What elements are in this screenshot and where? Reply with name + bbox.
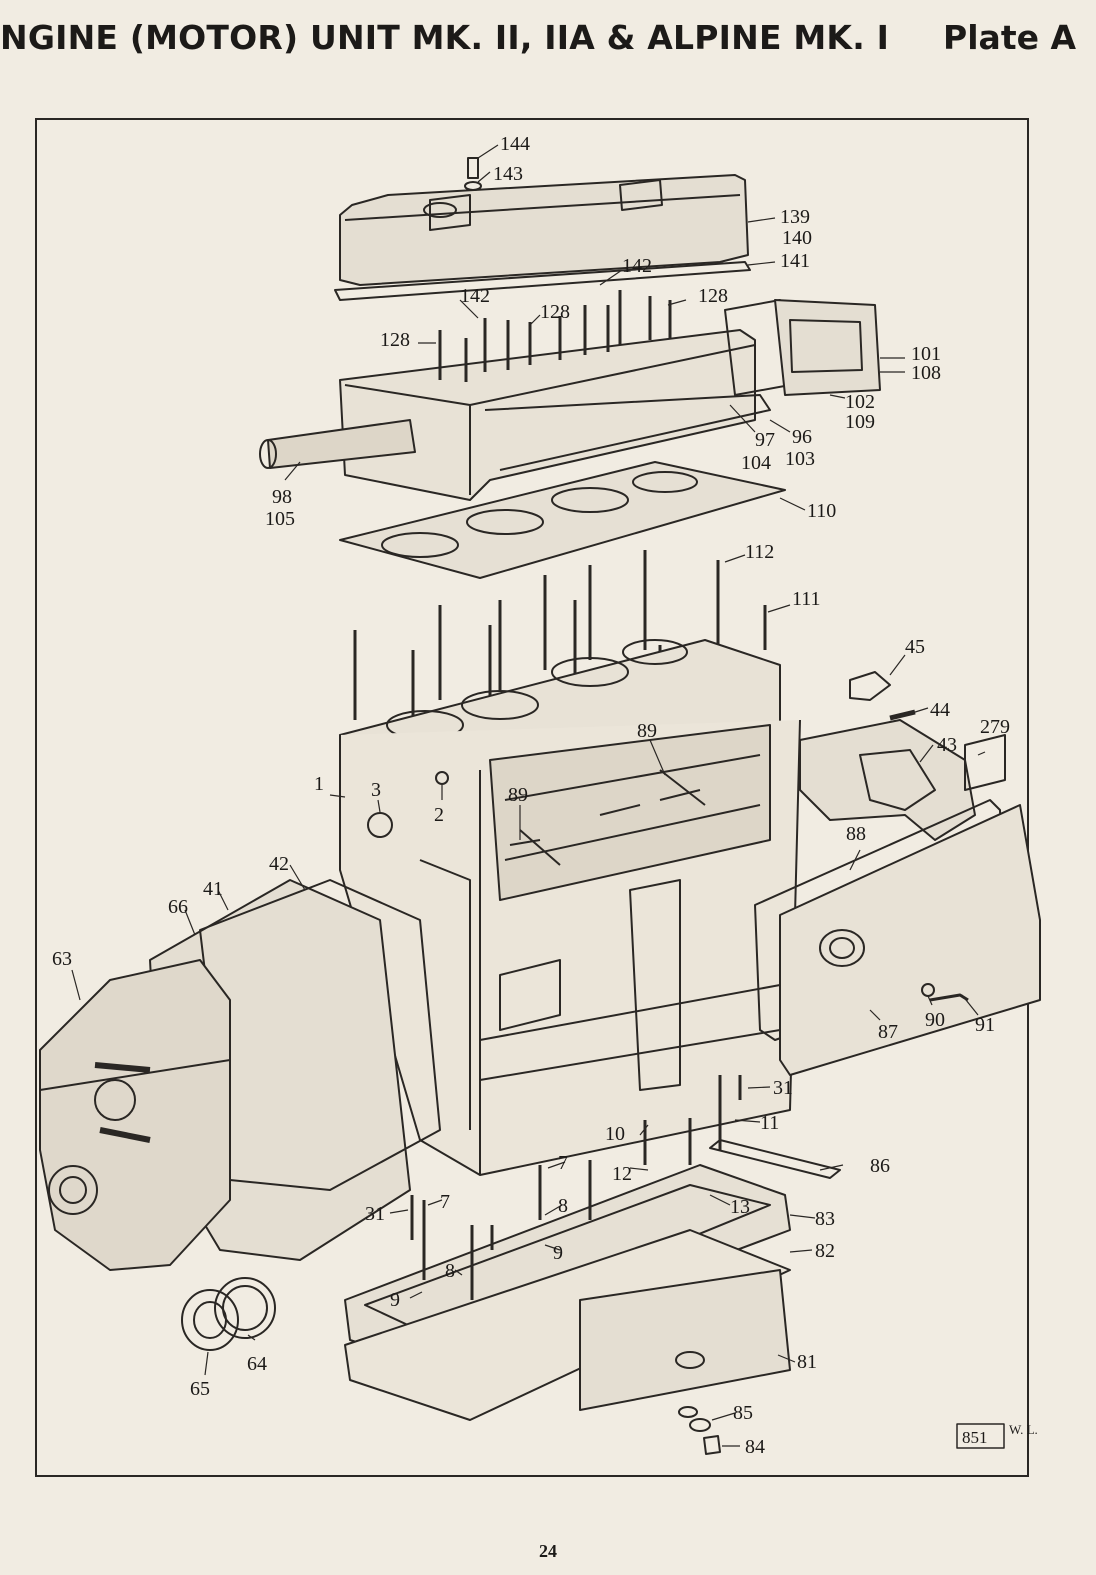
diagram-frame — [35, 118, 1029, 1477]
callout-13: 13 — [730, 1196, 750, 1218]
engine-mounting-bracket — [799, 671, 1006, 841]
callout-41: 41 — [203, 878, 223, 900]
callout-63: 63 — [52, 948, 72, 970]
callout-101: 101 — [911, 343, 941, 365]
callout-97: 97 — [755, 429, 775, 451]
callout-1: 1 — [314, 773, 324, 795]
plate-title: NGINE (MOTOR) UNIT MK. II, IIA & ALPINE … — [0, 18, 890, 57]
sump-studs — [410, 1075, 742, 1300]
callout-140: 140 — [782, 227, 812, 249]
callout-3: 3 — [371, 779, 381, 801]
callout-102: 102 — [845, 391, 875, 413]
callout-90: 90 — [925, 1009, 945, 1031]
callout-108: 108 — [911, 362, 941, 384]
callout-65: 65 — [190, 1378, 210, 1400]
callout-2: 2 — [434, 804, 444, 826]
callout-96: 96 — [792, 426, 812, 448]
callout-7: 7 — [558, 1152, 568, 1174]
callout-42: 42 — [269, 853, 289, 875]
callout-104: 104 — [741, 452, 771, 474]
callout-112: 112 — [745, 541, 774, 563]
callout-11: 11 — [760, 1112, 779, 1134]
callout-142: 142 — [622, 255, 652, 277]
callout-8: 8 — [558, 1195, 568, 1217]
callout-9: 9 — [390, 1289, 400, 1311]
callout-82: 82 — [815, 1240, 835, 1262]
side-cover — [754, 799, 1041, 1076]
callout-45: 45 — [905, 636, 925, 658]
callout-128: 128 — [698, 285, 728, 307]
callout-83: 83 — [815, 1208, 835, 1230]
callout-143: 143 — [493, 163, 523, 185]
callout-31: 31 — [365, 1203, 385, 1225]
head-gasket — [339, 461, 786, 579]
timing-cover — [39, 959, 231, 1271]
page-number: 24 — [539, 1541, 557, 1561]
callout-8: 8 — [445, 1260, 455, 1282]
callout-85: 85 — [733, 1402, 753, 1424]
callout-87: 87 — [878, 1021, 898, 1043]
callout-128: 128 — [380, 329, 410, 351]
callout-84: 84 — [745, 1436, 765, 1458]
callout-81: 81 — [797, 1351, 817, 1373]
callout-66: 66 — [168, 896, 188, 918]
sump-gasket-strip — [709, 1139, 841, 1179]
stamp-number: 851 — [962, 1428, 988, 1447]
head-studs — [438, 290, 672, 382]
callout-141: 141 — [780, 250, 810, 272]
callout-88: 88 — [846, 823, 866, 845]
drain-plug — [678, 1406, 721, 1455]
oil-sump — [344, 1164, 791, 1421]
stamp-initials: W. L. — [1009, 1422, 1038, 1437]
tappet-chamber — [509, 769, 706, 866]
leader-lines — [71, 144, 986, 1447]
callout-110: 110 — [807, 500, 836, 522]
callout-7: 7 — [440, 1191, 450, 1213]
rocker-cover — [339, 157, 749, 286]
stamp-box — [956, 1423, 1005, 1449]
oil-seal — [181, 1277, 276, 1351]
callout-109: 109 — [845, 411, 875, 433]
callout-43: 43 — [937, 734, 957, 756]
callout-44: 44 — [930, 699, 950, 721]
callout-64: 64 — [247, 1353, 267, 1375]
callout-105: 105 — [265, 508, 295, 530]
cylinder-block — [339, 639, 801, 1176]
callout-142: 142 — [460, 285, 490, 307]
plate-label: Plate A — [943, 18, 1076, 57]
callout-9: 9 — [553, 1242, 563, 1264]
callout-128: 128 — [540, 301, 570, 323]
callout-139: 139 — [780, 206, 810, 228]
water-outlet-pipe — [267, 419, 416, 469]
cylinder-head — [339, 329, 771, 501]
callout-89: 89 — [508, 784, 528, 806]
callout-10: 10 — [605, 1123, 625, 1145]
callout-279: 279 — [980, 716, 1010, 738]
callout-144: 144 — [500, 133, 530, 155]
callout-98: 98 — [272, 486, 292, 508]
callout-91: 91 — [975, 1014, 995, 1036]
callout-86: 86 — [870, 1155, 890, 1177]
callout-12: 12 — [612, 1163, 632, 1185]
callout-31: 31 — [773, 1077, 793, 1099]
side-cover-plate — [724, 299, 881, 396]
callout-89: 89 — [637, 720, 657, 742]
callout-111: 111 — [792, 588, 821, 610]
callout-103: 103 — [785, 448, 815, 470]
rocker-cover-gasket — [334, 261, 751, 301]
